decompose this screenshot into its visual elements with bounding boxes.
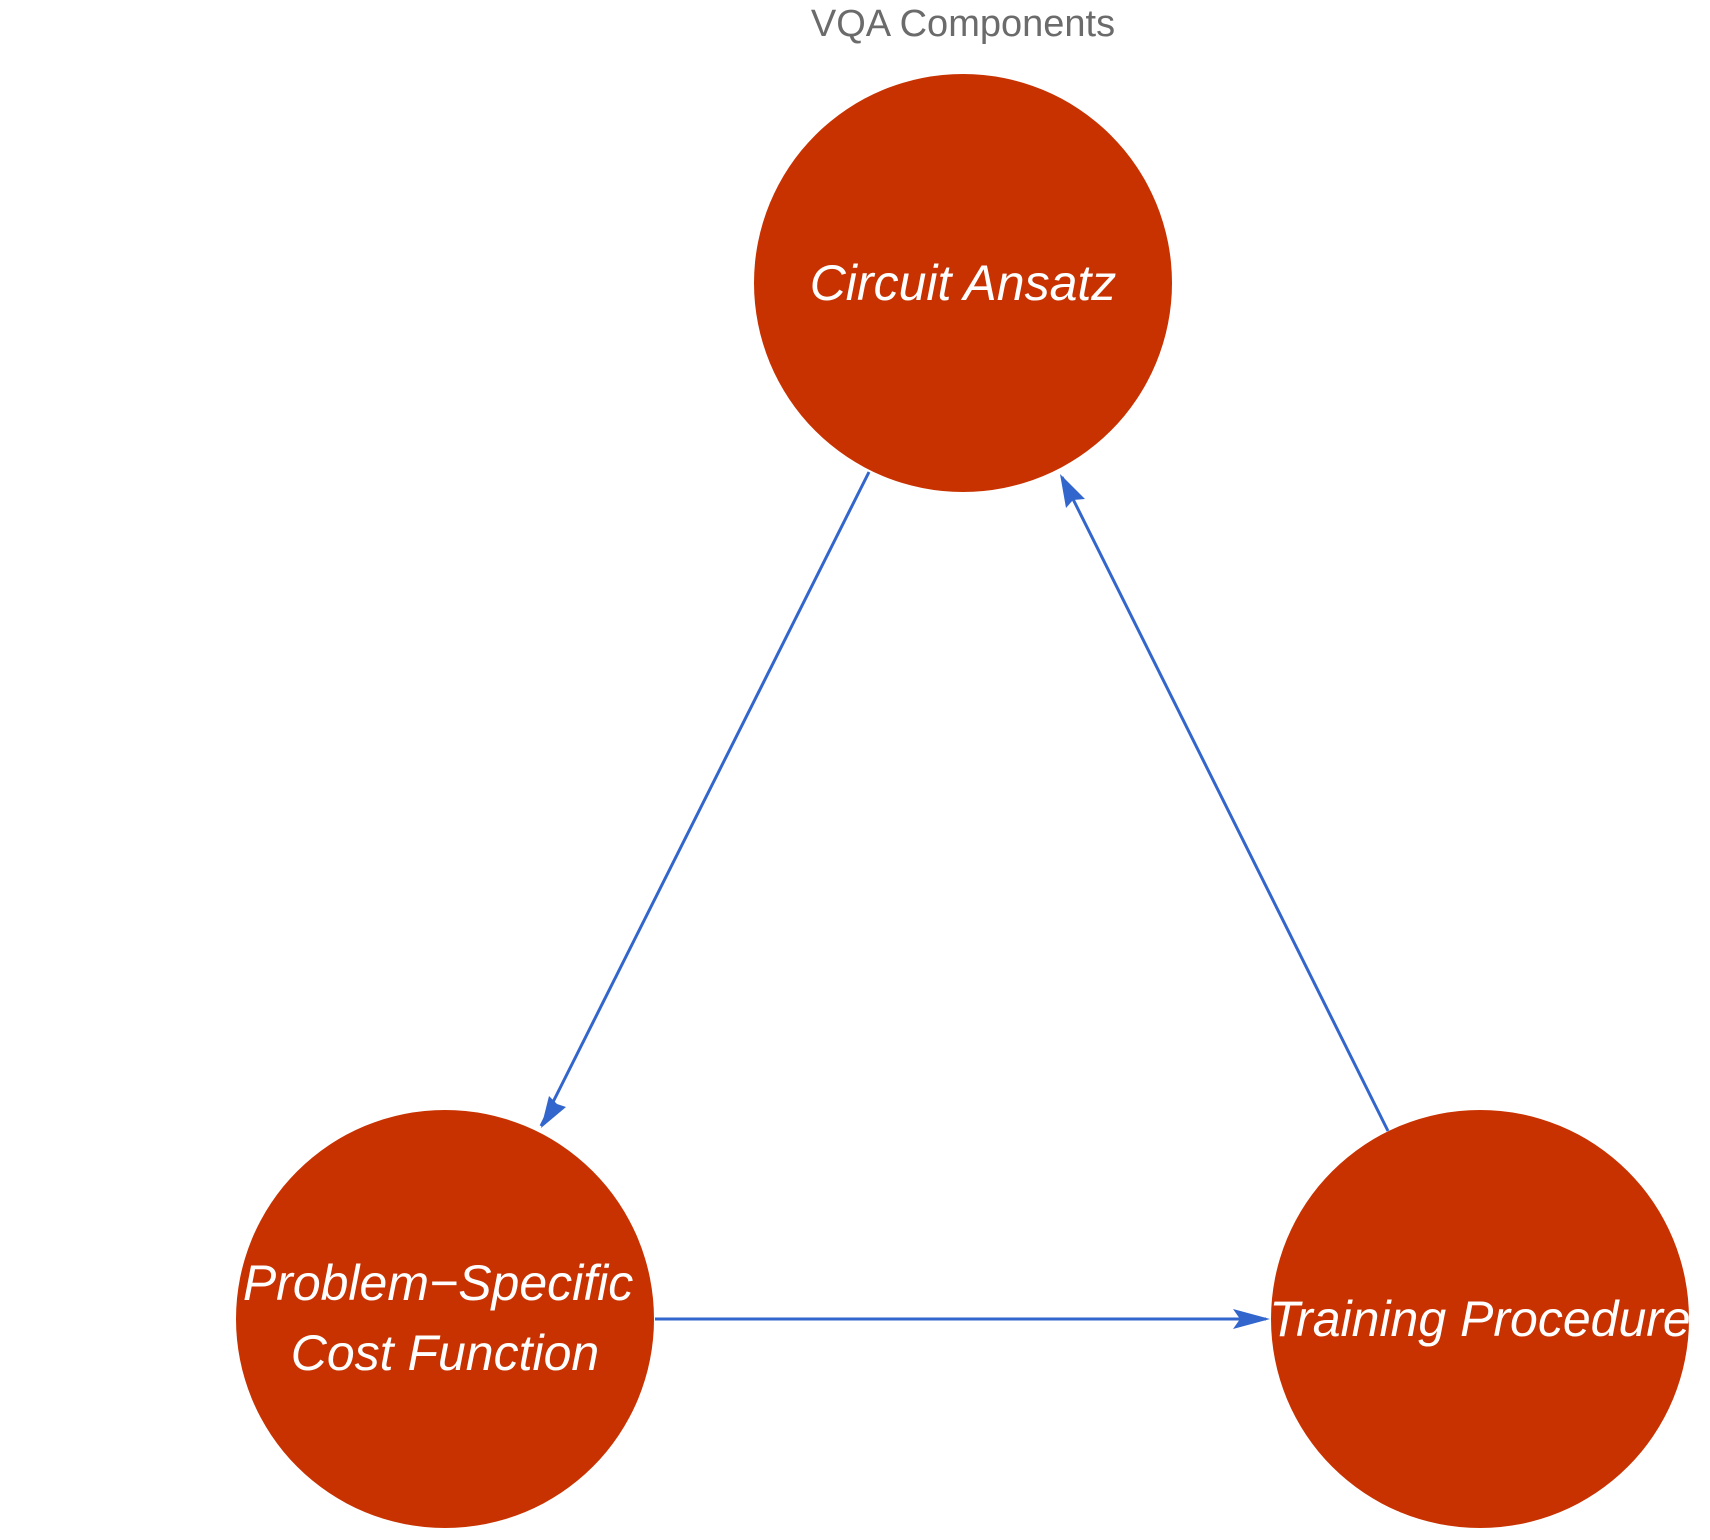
node-problem-specific-cost-function: Problem−Specific Cost Function [236, 1110, 654, 1528]
edge-ansatz-to-cost [539, 471, 871, 1127]
diagram-title: VQA Components [811, 3, 1115, 45]
node-label-circuit-ansatz: Circuit Ansatz [810, 255, 1117, 311]
arrowhead-cost-to-training [1233, 1309, 1270, 1329]
node-circle-training-procedure [1271, 1110, 1689, 1528]
node-training-procedure: Training Procedure [1269, 1110, 1691, 1528]
svg-text:Circuit Ansatz: Circuit Ansatz [810, 255, 1117, 311]
svg-text:Problem−Specific Cost Fu: Problem−Specific Cost Function [243, 1255, 647, 1381]
svg-text:Training Procedure: Training Procedure [1269, 1291, 1691, 1347]
node-circle-cost-function [236, 1110, 654, 1528]
arrowhead-ansatz-to-cost [541, 1096, 566, 1128]
arrowhead-training-to-ansatz [1060, 474, 1085, 508]
edges [539, 471, 1390, 1329]
node-circle-circuit-ansatz [754, 74, 1172, 492]
node-label-cost-function-line-1: Problem−Specific [243, 1255, 633, 1311]
node-label-cost-function-line-2: Cost Function [291, 1325, 599, 1381]
node-circuit-ansatz: Circuit Ansatz [754, 74, 1172, 492]
edge-training-to-ansatz [1060, 476, 1390, 1132]
node-label-training-procedure: Training Procedure [1269, 1291, 1691, 1347]
